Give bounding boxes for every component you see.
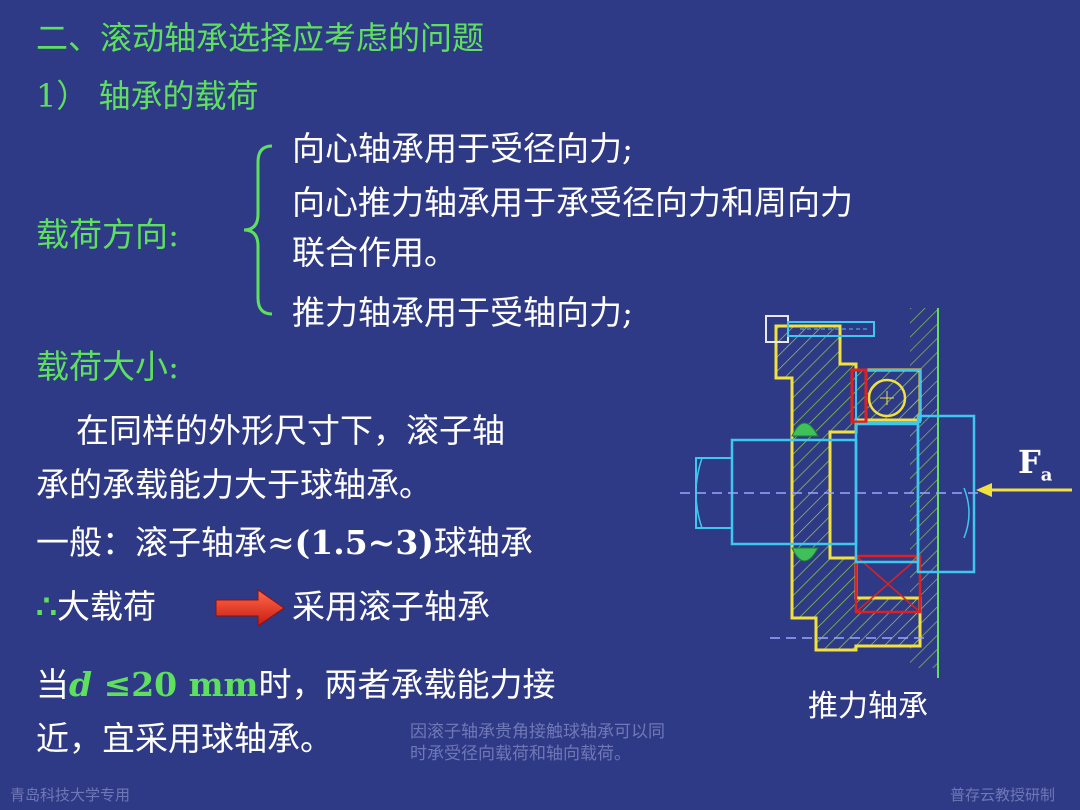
therefore-line: ∴大载荷 — [36, 590, 156, 623]
cond-mid: ≤20 mm — [92, 665, 259, 704]
condition-line: 当d ≤20 mm时，两者承载能力接 — [36, 668, 555, 701]
direction-item: 向心轴承用于受径向力; — [292, 129, 634, 168]
general-rule: 一般：滚子轴承≈(1.5~3)球轴承 — [36, 526, 533, 559]
cond-prefix: 当 — [36, 665, 69, 704]
load-direction-label: 载荷方向: — [36, 215, 180, 254]
general-prefix: 一般：滚子轴承≈ — [36, 523, 295, 562]
direction-item: 联合作用。 — [292, 233, 457, 272]
footer-right: 普存云教授研制 — [950, 786, 1056, 804]
note-text: 时承受径向载荷和轴向载荷。 — [410, 744, 631, 764]
section-heading: 1） 轴承的载荷 — [36, 77, 259, 115]
direction-item: 推力轴承用于受轴向力; — [292, 293, 634, 332]
cond-var: d — [69, 665, 93, 704]
body-text: 承的承载能力大于球轴承。 — [36, 465, 432, 504]
thrust-bearing-diagram — [680, 308, 1072, 678]
force-symbol: F — [1018, 443, 1041, 481]
figure-caption: 推力轴承 — [808, 689, 928, 724]
general-ratio: (1.5~3) — [294, 523, 434, 562]
right-arrow-icon — [215, 589, 285, 627]
brace-icon — [243, 144, 273, 316]
note-text: 因滚子轴承贵角接触球轴承可以同 — [410, 722, 665, 742]
footer-left: 青岛科技大学专用 — [10, 786, 131, 804]
therefore-symbol: ∴ — [36, 587, 57, 626]
condition-line2: 近，宜采用球轴承。 — [36, 719, 333, 758]
general-suffix: 球轴承 — [433, 523, 533, 562]
force-subscript: a — [1040, 464, 1053, 486]
therefore-text: 大载荷 — [57, 587, 156, 626]
load-size-label: 载荷大小: — [36, 347, 180, 386]
cond-suffix: 时，两者承载能力接 — [258, 665, 556, 704]
body-text: 在同样的外形尺寸下，滚子轴 — [76, 411, 505, 450]
force-label: Fa — [1018, 446, 1052, 484]
direction-item: 向心推力轴承用于承受径向力和周向力 — [292, 183, 853, 222]
page-title: 二、滚动轴承选择应考虑的问题 — [36, 19, 485, 57]
therefore-result: 采用滚子轴承 — [292, 587, 490, 626]
